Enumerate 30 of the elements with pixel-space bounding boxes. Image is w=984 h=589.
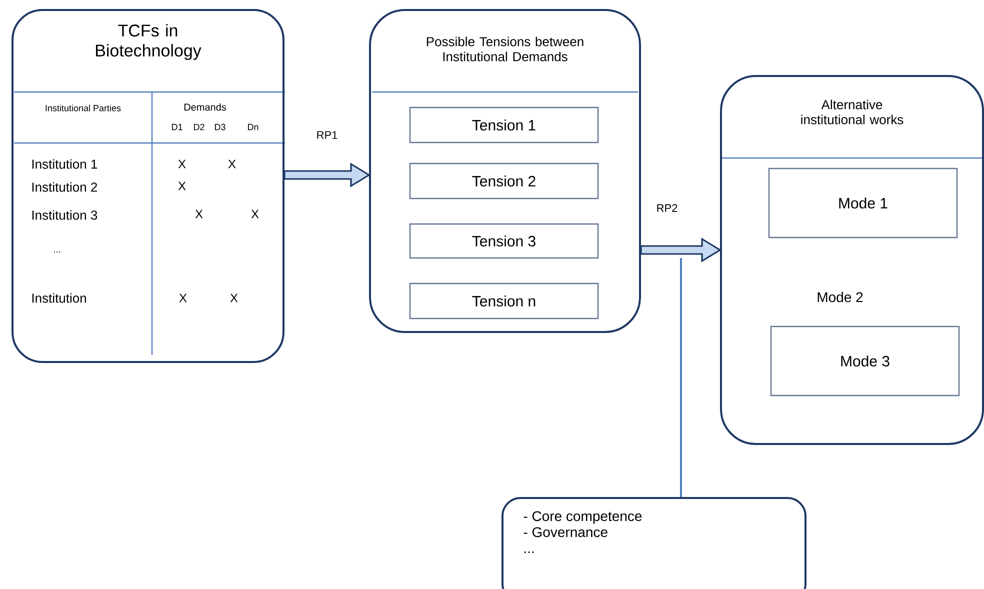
item-box: Tension 3: [409, 223, 599, 259]
item-box: Mode 3: [770, 326, 960, 396]
arrow: [640, 238, 722, 262]
table-cell: Institution 2: [32, 182, 98, 192]
table-cell: X: [179, 294, 187, 302]
item-box: Mode 1: [768, 168, 958, 238]
edge-label: RP2: [655, 203, 679, 213]
item-box: Tension 1: [409, 106, 599, 144]
edge-label: RP1: [315, 130, 339, 140]
item-text: Mode 2: [818, 292, 863, 302]
note-box: - Core competence - Governance ...: [502, 497, 806, 589]
table-cell: X: [178, 182, 186, 190]
table-cell: Dn: [248, 124, 258, 130]
table-cell: D1: [172, 124, 182, 130]
table-cell: D2: [194, 124, 204, 130]
item-box: Tension 2: [409, 162, 599, 200]
table-cell: Institution: [32, 293, 86, 303]
table-cell: X: [195, 210, 203, 218]
table-cell: Institutional Parties: [46, 104, 121, 112]
table-cell: X: [230, 294, 238, 302]
table-cell: Demands: [184, 103, 226, 111]
table-cell: X: [178, 160, 186, 168]
item-box: Tension n: [409, 282, 599, 320]
table-cell: Institution 1: [32, 159, 98, 169]
connector-line: [680, 258, 682, 497]
table-cell: D3: [215, 124, 226, 130]
table-cell: X: [228, 160, 236, 168]
arrow: [284, 162, 371, 188]
table-cell: X: [251, 210, 259, 218]
table-cell: Institution 3: [32, 210, 98, 220]
